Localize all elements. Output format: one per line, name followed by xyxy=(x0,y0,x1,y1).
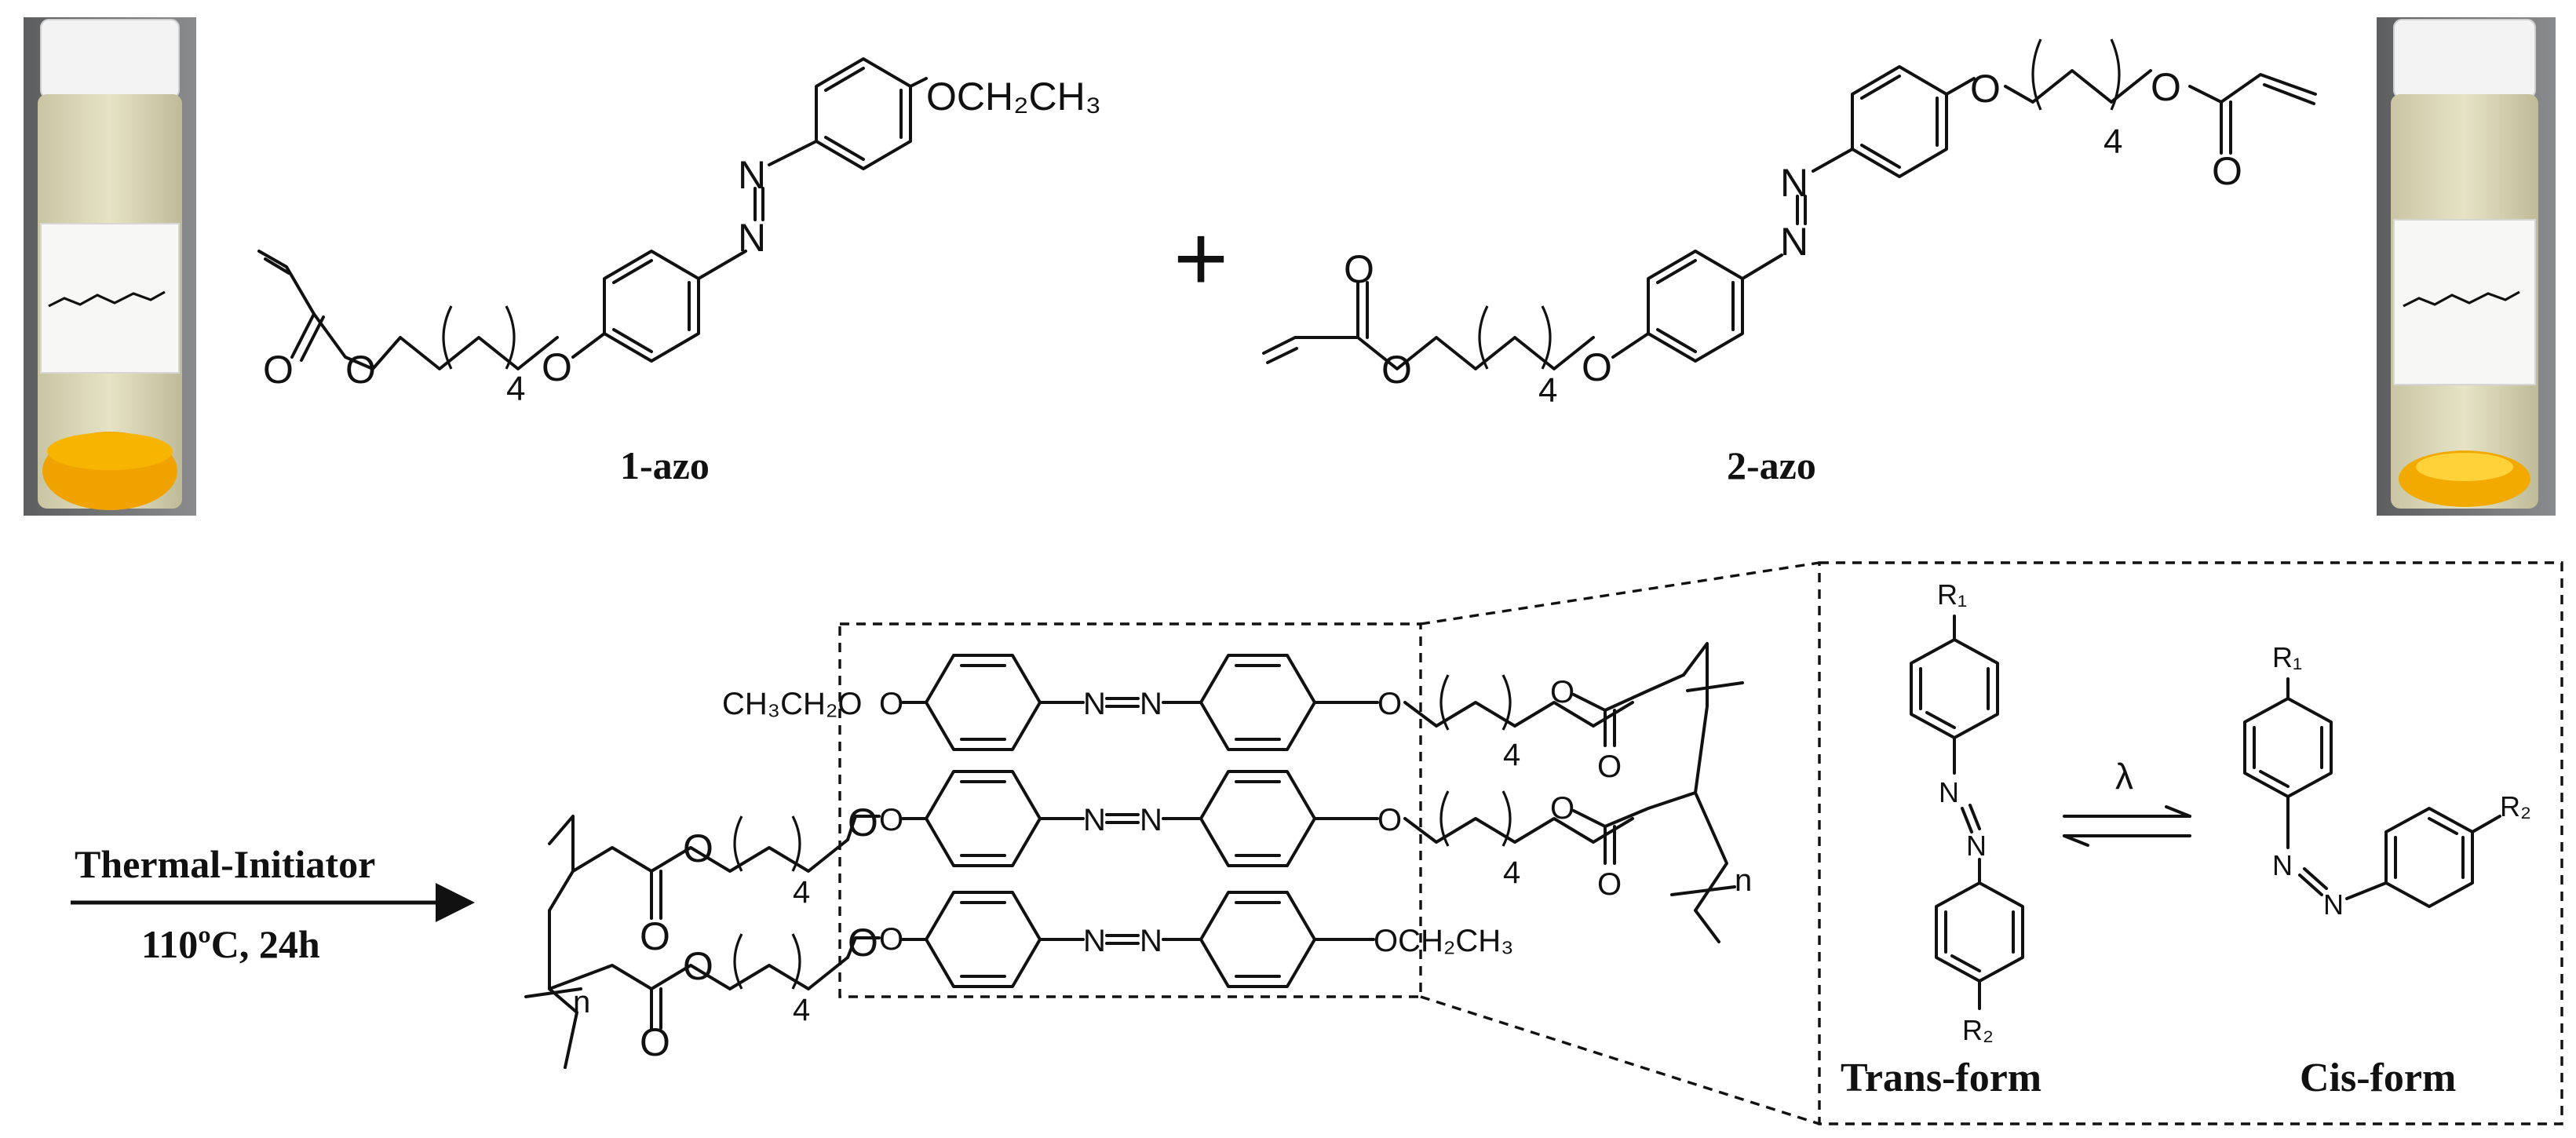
label-trans-form: Trans-form xyxy=(1841,1056,2041,1100)
cis-r1: R₁ xyxy=(2272,641,2302,673)
atom-o: O xyxy=(879,687,903,721)
cis-r2: R₂ xyxy=(2500,790,2531,822)
vial-photo-right xyxy=(2377,17,2556,516)
repeat-n-left: n xyxy=(573,985,590,1019)
mesogen-highlight xyxy=(838,561,1820,1125)
atom-o: O xyxy=(345,348,376,392)
atom-n: N xyxy=(1780,220,1808,264)
vial-photo-left xyxy=(24,17,196,516)
isomer-inset: R₁ N N R₂ λ R₁ N N R₂ xyxy=(1818,561,2563,1125)
atom-n: N xyxy=(2272,849,2293,881)
atom-n: N xyxy=(1939,776,1959,808)
atom-n: N xyxy=(1083,924,1106,958)
atom-n: N xyxy=(738,216,766,260)
polymer-network: n O O 4 O O O 4 O CH₃CH₂O O N N O xyxy=(524,642,1752,1069)
atom-o: O xyxy=(683,826,713,870)
ethoxy-group: OCH₂CH₃ xyxy=(926,75,1101,119)
atom-n: N xyxy=(1140,803,1162,837)
trans-r1: R₁ xyxy=(1937,578,1967,611)
atom-o: O xyxy=(2212,149,2242,193)
monomer-1-azo: O O 4 O N N OCH₂CH₃ xyxy=(257,57,1101,408)
subscript-4: 4 xyxy=(2103,122,2122,161)
atom-o: O xyxy=(2151,65,2181,109)
atom-o: O xyxy=(1550,791,1574,826)
atom-o: O xyxy=(640,1020,670,1064)
atom-o: O xyxy=(879,922,903,957)
atom-o: O xyxy=(542,345,572,389)
subscript-4: 4 xyxy=(1538,371,1557,410)
repeat-n-right: n xyxy=(1735,863,1752,898)
atom-o: O xyxy=(1597,750,1622,784)
label-cis-form: Cis-form xyxy=(2300,1056,2456,1100)
atom-o: O xyxy=(1970,67,2001,111)
subscript-4: 4 xyxy=(1503,855,1520,890)
atom-o: O xyxy=(1377,803,1402,837)
trans-r2: R₂ xyxy=(1962,1014,1994,1046)
condition-temperature-time: 110ºC, 24h xyxy=(141,922,320,966)
label-2-azo: 2-azo xyxy=(1727,443,1816,487)
atom-o: O xyxy=(1550,675,1574,709)
atom-n: N xyxy=(1083,803,1106,837)
monomer-2-azo: O O 4 O N N O 4 O O xyxy=(1262,38,2317,410)
atom-n: N xyxy=(1140,924,1162,958)
atom-n: N xyxy=(1780,161,1808,205)
subscript-4: 4 xyxy=(793,875,810,910)
ethoxy-left: CH₃CH₂O xyxy=(722,687,862,721)
atom-o: O xyxy=(640,914,670,958)
atom-n: N xyxy=(1140,687,1162,721)
subscript-4: 4 xyxy=(793,993,810,1027)
atom-o: O xyxy=(1377,687,1402,721)
atom-o: O xyxy=(1344,247,1374,291)
atom-o: O xyxy=(879,803,903,837)
atom-n: N xyxy=(738,153,766,197)
subscript-4: 4 xyxy=(506,370,525,408)
lambda-symbol: λ xyxy=(2115,756,2133,797)
atom-o: O xyxy=(1582,345,1612,389)
atom-o: O xyxy=(263,348,294,392)
atom-o: O xyxy=(1597,867,1622,902)
plus-sign: + xyxy=(1173,206,1228,311)
atom-n: N xyxy=(1083,687,1106,721)
atom-o: O xyxy=(1381,348,1412,392)
subscript-4: 4 xyxy=(1503,738,1520,772)
ethoxy-right: OCH₂CH₃ xyxy=(1374,924,1513,958)
atom-n: N xyxy=(2323,888,2344,921)
atom-o: O xyxy=(683,944,713,988)
label-1-azo: 1-azo xyxy=(620,443,710,487)
condition-initiator: Thermal-Initiator xyxy=(75,842,375,886)
atom-n: N xyxy=(1966,830,1987,862)
